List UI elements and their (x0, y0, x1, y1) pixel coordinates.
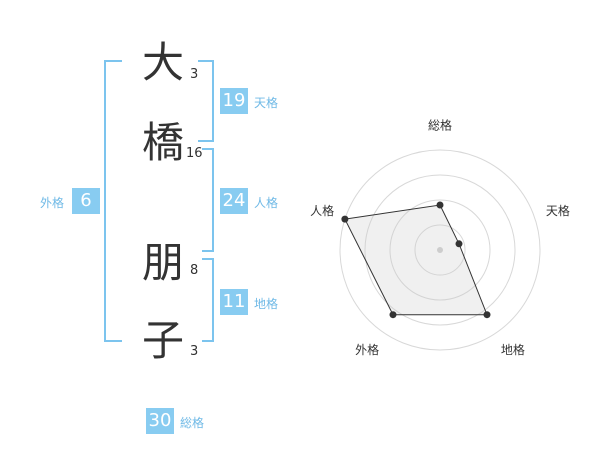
radar-axis-label: 地格 (501, 342, 525, 357)
name-char-1: 大 (142, 38, 185, 87)
name-char-3: 朋 (142, 238, 185, 287)
tenkaku-bracket (198, 60, 214, 142)
stroke-count-4: 3 (190, 344, 199, 359)
tenkaku-value: 19 (220, 88, 248, 114)
gaikaku-bracket (104, 60, 122, 342)
radar-ring (364, 174, 516, 326)
tenkaku-label: 天格 (254, 96, 279, 110)
radar-point-2 (455, 240, 463, 248)
radar-ring (389, 199, 491, 301)
chikaku-value: 11 (220, 289, 248, 315)
radar-axis-label: 外格 (355, 342, 379, 357)
stroke-count-1: 3 (190, 67, 199, 82)
radar-point-1 (436, 201, 444, 209)
radar-point-3 (483, 311, 491, 319)
soukaku-value: 30 (146, 408, 174, 434)
gaikaku-value: 6 (72, 188, 100, 214)
radar-point-5 (341, 215, 349, 223)
radar-center (437, 247, 443, 253)
jinkaku-label: 人格 (254, 196, 279, 210)
stroke-count-3: 8 (190, 263, 199, 278)
radar-axis-label: 総格 (428, 118, 452, 133)
gaikaku-label: 外格 (40, 196, 65, 210)
jinkaku-bracket (202, 148, 214, 252)
radar-ring (414, 224, 466, 276)
radar-ring (339, 149, 541, 351)
jinkaku-value: 24 (220, 188, 248, 214)
radar-axis-label: 人格 (310, 203, 334, 218)
soukaku-label: 総格 (180, 416, 205, 430)
chikaku-label: 地格 (254, 297, 279, 311)
radar-axis-label: 天格 (546, 203, 570, 218)
chikaku-bracket (202, 258, 214, 342)
name-char-4: 子 (142, 316, 185, 365)
name-char-2: 橋 (142, 118, 185, 167)
radar-area (344, 204, 488, 316)
radar-point-4 (389, 311, 397, 319)
stroke-count-2: 16 (186, 146, 203, 161)
